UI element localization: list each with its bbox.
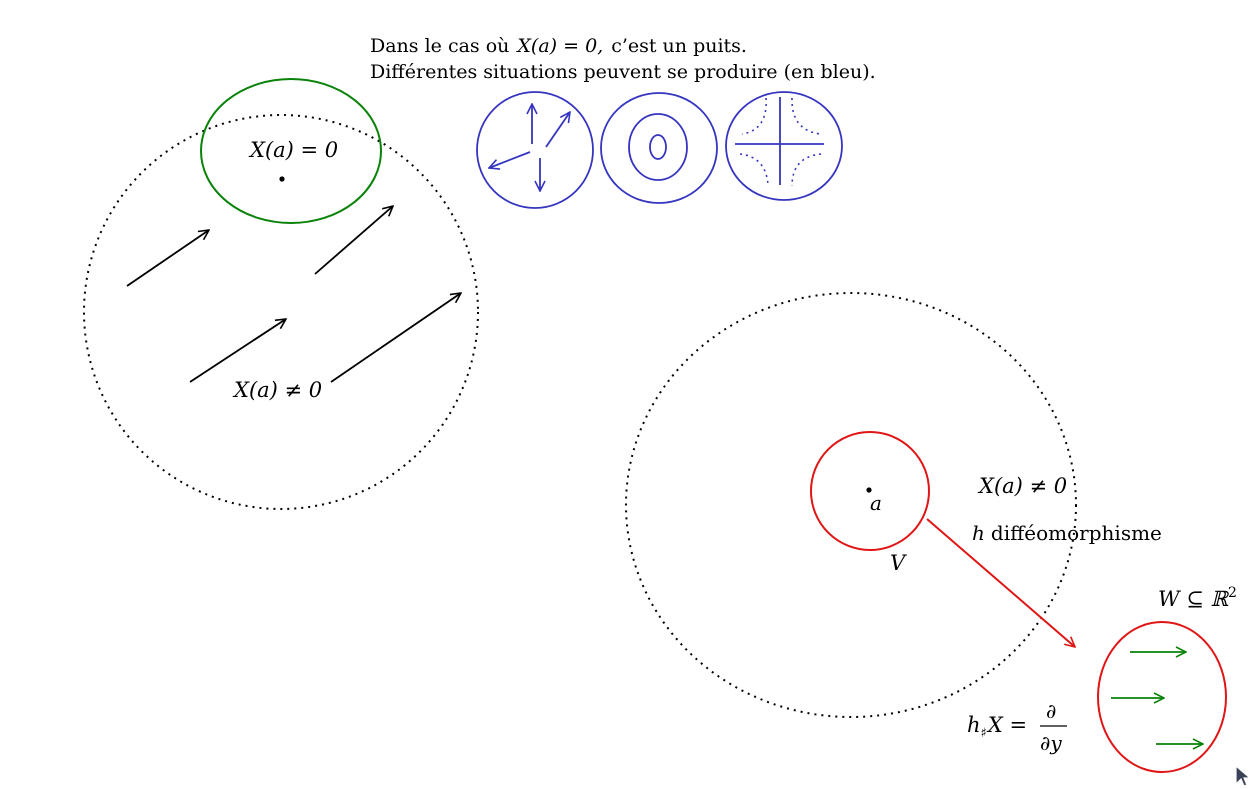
left-zero-point: [279, 176, 285, 182]
pushforward-formula: h♯X = ∂ ∂y: [967, 699, 1067, 755]
v-label: V: [890, 551, 907, 575]
situation-center: [600, 92, 718, 204]
svg-text:h♯X =: h♯X =: [967, 713, 1027, 741]
left-nonzero-label: X(a) ≠ 0: [232, 378, 322, 402]
caption-line-2: Différentes situations peuvent se produi…: [370, 61, 876, 83]
situation-source: [476, 91, 594, 209]
left-dotted-domain: [83, 114, 479, 510]
point-a-label: a: [870, 491, 882, 515]
right-nonzero-label: X(a) ≠ 0: [977, 474, 1067, 498]
flow-arrow: [189, 319, 286, 383]
flow-arrow: [314, 206, 393, 275]
straightened-flow-arrows: [1111, 652, 1203, 744]
flow-arrow: [330, 293, 461, 383]
left-diagram: X(a) = 0 X(a) ≠ 0: [83, 78, 479, 510]
green-zero-label: X(a) = 0: [248, 138, 338, 162]
fraction-denominator: ∂y: [1040, 731, 1062, 755]
red-neighborhood-w: [1097, 621, 1227, 773]
fraction-numerator: ∂: [1046, 699, 1056, 723]
diffeomorphism-arrow: [926, 518, 1075, 647]
w-label: W ⊆ ℝ2: [1158, 585, 1237, 611]
green-zero-neighborhood: [200, 78, 382, 224]
point-a: [866, 487, 872, 493]
right-dotted-domain: [625, 292, 1077, 718]
flow-arrow: [126, 230, 209, 287]
situation-saddle: [725, 91, 843, 201]
mouse-cursor-icon: [1235, 764, 1251, 787]
left-flow-arrows: [126, 206, 461, 383]
red-neighborhood-v: [810, 431, 930, 551]
